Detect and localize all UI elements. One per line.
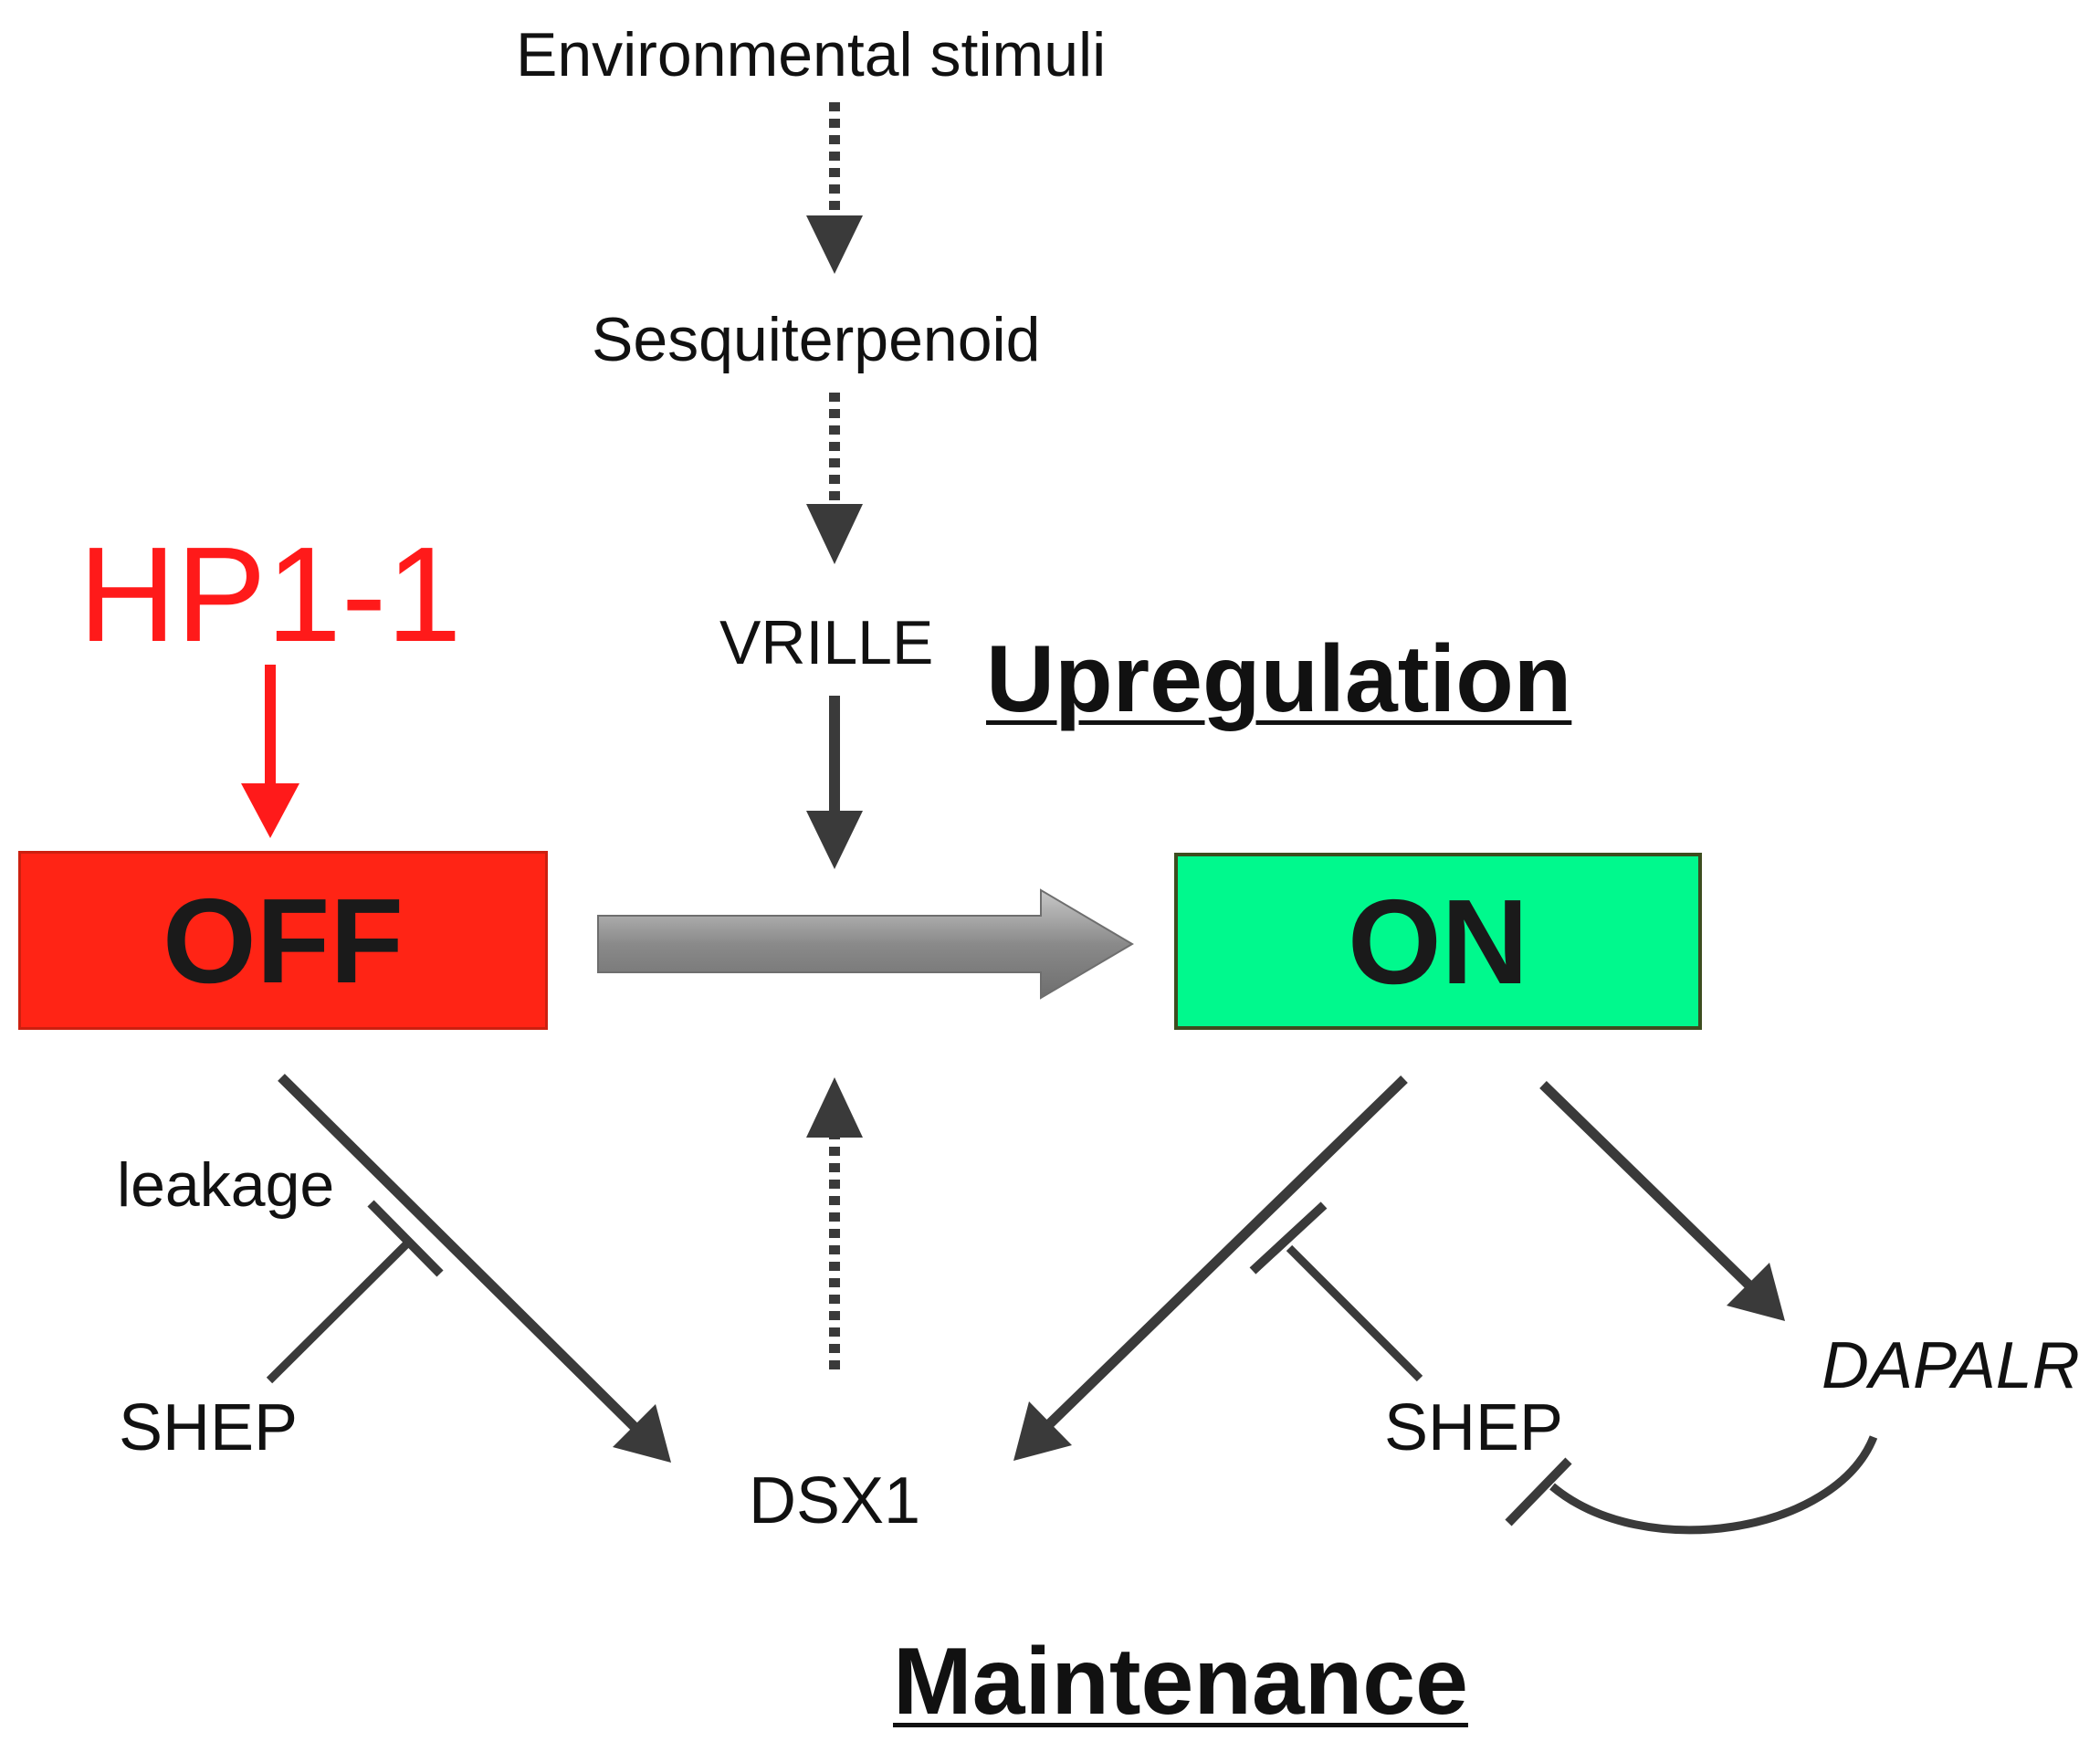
- arrow-vrille-to-transition: [806, 696, 863, 869]
- label-shep-right: SHEP: [1384, 1391, 1564, 1464]
- label-dapalr: DAPALR: [1822, 1329, 2080, 1402]
- arrow-stimuli-to-sesquiterpenoid: [806, 102, 863, 274]
- label-shep-left: SHEP: [119, 1391, 299, 1464]
- on-state-box: ON: [1174, 853, 1702, 1030]
- arrow-on-to-dapalr: [1539, 1081, 1785, 1321]
- heading-maintenance: Maintenance: [893, 1629, 1468, 1735]
- label-vrille: VRILLE: [719, 608, 934, 677]
- on-state-label: ON: [1348, 874, 1528, 1009]
- label-hp1: HP1-1: [79, 519, 462, 670]
- label-leakage: leakage: [117, 1150, 335, 1220]
- inhibitor-shep-right: [1249, 1201, 1423, 1382]
- arrow-off-leakage-to-dsx1: [278, 1074, 671, 1463]
- arrow-sesquiterpenoid-to-vrille: [806, 393, 863, 564]
- transition-arrow-off-to-on: [597, 888, 1134, 1000]
- label-sesquiterpenoid: Sesquiterpenoid: [592, 305, 1041, 374]
- arrow-on-to-dsx1: [1013, 1075, 1408, 1461]
- label-dsx1: DSX1: [749, 1464, 921, 1537]
- heading-upregulation: Upregulation: [986, 626, 1572, 732]
- arrow-hp1-to-off: [241, 665, 299, 838]
- arrow-dsx1-to-transition: [806, 1077, 863, 1369]
- inhibitor-dapalr-to-shep: [1505, 1435, 1878, 1535]
- label-environmental-stimuli: Environmental stimuli: [516, 20, 1107, 89]
- off-state-label: OFF: [163, 873, 404, 1008]
- off-state-box: OFF: [18, 851, 548, 1030]
- inhibitor-shep-left: [266, 1200, 444, 1384]
